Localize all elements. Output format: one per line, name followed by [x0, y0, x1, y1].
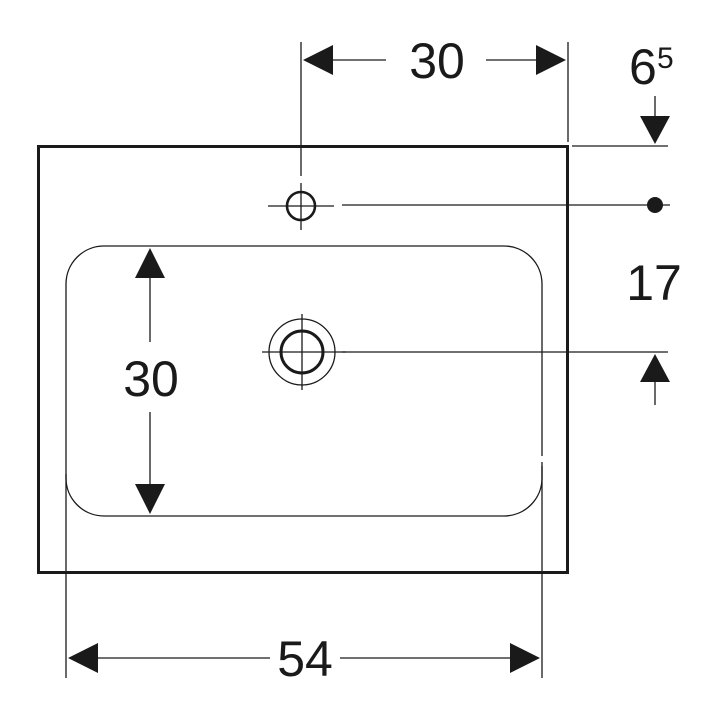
- tap-hole: [268, 183, 334, 230]
- tap-offset-superscript: 5: [657, 42, 674, 75]
- arrow-right-icon: [536, 45, 566, 75]
- tap-centre-dot: [647, 197, 663, 213]
- dimension-tap-offset: 6 5: [342, 39, 674, 213]
- arrow-left-icon: [68, 643, 98, 673]
- tap-offset-main: 6: [629, 39, 657, 95]
- bowl-depth-label: 30: [123, 351, 179, 407]
- bowl-outline: [65, 245, 543, 517]
- dimension-bowl-depth: 30: [123, 248, 179, 514]
- arrow-up-icon: [135, 248, 165, 278]
- dimension-bottom-width: 54: [65, 462, 543, 687]
- bottom-width-label: 54: [277, 631, 333, 687]
- arrow-down-icon: [135, 484, 165, 514]
- arrow-up-icon: [640, 354, 670, 382]
- dimension-drain-offset: 17: [342, 255, 682, 405]
- tap-offset-label: 6: [629, 39, 657, 95]
- arrow-left-icon: [303, 45, 333, 75]
- drain: [262, 314, 346, 390]
- basin-outline: [37, 145, 569, 574]
- arrow-right-icon: [510, 643, 540, 673]
- arrow-down-icon: [640, 116, 670, 144]
- dimension-top-width: 30: [300, 33, 569, 176]
- top-width-label: 30: [409, 33, 465, 89]
- drain-offset-label: 17: [626, 255, 682, 311]
